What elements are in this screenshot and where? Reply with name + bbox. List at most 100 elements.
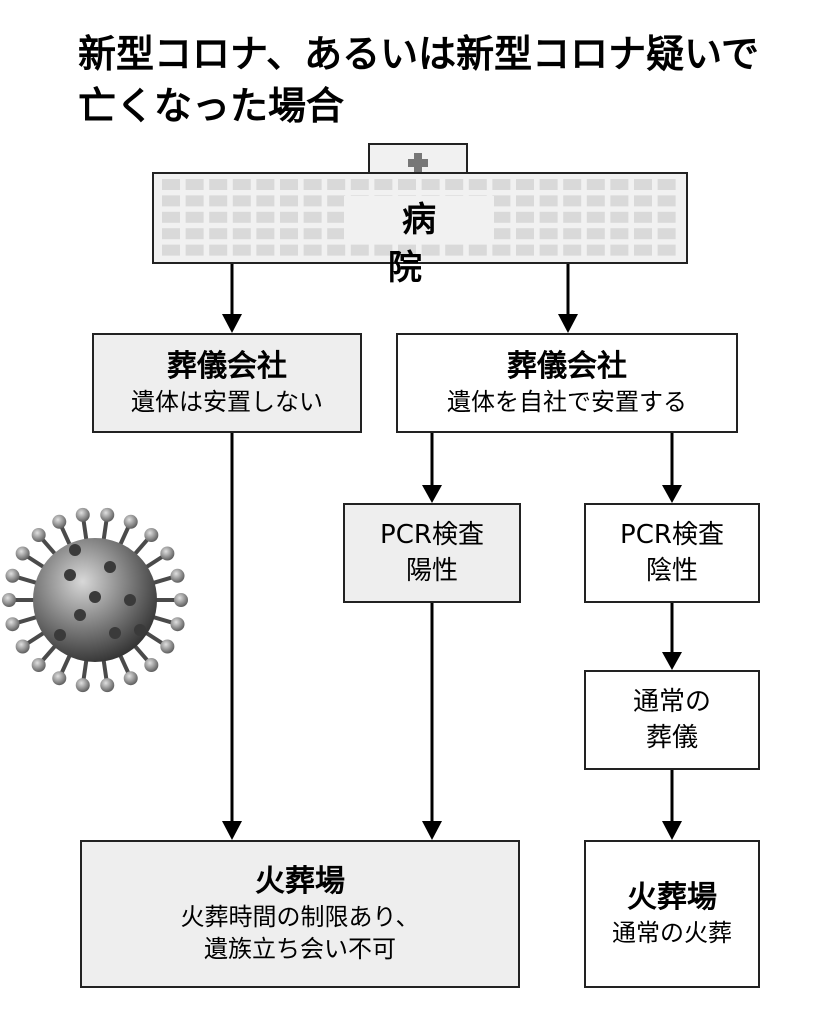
window-pane [657, 179, 676, 190]
window-pane [586, 244, 605, 256]
window-pane [209, 195, 228, 207]
window-pane [232, 228, 251, 240]
virus-spike-tip [170, 617, 185, 632]
window-pane [303, 211, 322, 223]
funeral-left-sub: 遺体は安置しない [131, 388, 323, 416]
window-pane [516, 195, 534, 207]
crematorium-left-sub2: 遺族立ち会い不可 [204, 935, 396, 963]
virus-surface-spot [124, 594, 136, 606]
crematorium-left-sub1: 火葬時間の制限あり、 [180, 903, 420, 931]
window-pane [303, 179, 322, 190]
virus-surface-spot [104, 561, 116, 573]
virus-surface-spot [54, 629, 66, 641]
window-pane [398, 244, 416, 256]
window-pane [185, 179, 204, 190]
window-pane [162, 179, 180, 190]
pcr-negative-box: PCR検査 陰性 [584, 503, 760, 603]
window-pane [185, 244, 204, 256]
window-pane [421, 179, 440, 190]
window-pane [232, 244, 251, 256]
window-pane [162, 244, 180, 256]
crematorium-right: 火葬場 通常の火葬 [584, 840, 760, 988]
window-pane [374, 179, 393, 190]
virus-spike-tip [52, 671, 67, 686]
window-pane [634, 228, 652, 240]
virus-spike-tip [170, 568, 185, 583]
window-pane [162, 211, 180, 223]
window-pane [634, 179, 652, 190]
pcr-positive-line1: PCR検査 [380, 520, 484, 550]
virus-spike-tip [31, 528, 46, 543]
window-pane [209, 179, 228, 190]
funeral-company-right: 葬儀会社 遺体を自社で安置する [396, 333, 738, 433]
window-pane [303, 228, 322, 240]
window-pane [563, 228, 582, 240]
crematorium-right-head: 火葬場 [627, 880, 717, 915]
arrowhead [222, 821, 242, 840]
virus-spike-tip [2, 593, 16, 607]
window-pane [303, 244, 322, 256]
virus-spike-tip [144, 657, 159, 672]
window-pane [539, 228, 558, 240]
virus-surface-spot [69, 544, 81, 556]
virus-spike-tip [100, 507, 115, 522]
window-pane [539, 211, 558, 223]
window-pane [539, 195, 558, 207]
virus-spike-tip [5, 568, 20, 583]
window-pane [657, 244, 676, 256]
window-pane [657, 228, 676, 240]
pcr-positive-box: PCR検査 陽性 [343, 503, 521, 603]
window-pane [492, 195, 511, 207]
window-pane [327, 228, 346, 240]
virus-surface-spot [109, 627, 121, 639]
normal-funeral-line1: 通常の [632, 687, 711, 717]
virus-spike-tip [123, 671, 138, 686]
window-pane [657, 195, 676, 207]
hospital-label: 病院 [344, 196, 494, 288]
pcr-negative-line1: PCR検査 [620, 520, 724, 550]
arrowhead [422, 821, 442, 840]
window-pane [492, 228, 511, 240]
window-pane [516, 244, 534, 256]
window-pane [209, 228, 228, 240]
window-pane [586, 179, 605, 190]
window-pane [634, 195, 652, 207]
arrowhead [662, 821, 682, 840]
window-pane [232, 179, 251, 190]
window-pane [280, 211, 298, 223]
normal-funeral-line2: 葬儀 [645, 723, 698, 753]
window-pane [256, 228, 275, 240]
window-pane [256, 244, 275, 256]
window-pane [610, 211, 629, 223]
window-pane [350, 179, 369, 190]
virus-spike-tip [52, 514, 67, 529]
arrowhead [662, 652, 682, 670]
window-pane [468, 179, 487, 190]
window-pane [327, 244, 346, 256]
window-pane [232, 211, 251, 223]
window-pane [327, 195, 346, 207]
virus-spike-tip [144, 528, 159, 543]
window-pane [303, 195, 322, 207]
window-pane [280, 195, 298, 207]
window-pane [634, 211, 652, 223]
window-pane [162, 195, 180, 207]
window-pane [539, 179, 558, 190]
virus-spike-tip [75, 678, 90, 693]
window-pane [280, 244, 298, 256]
window-pane [256, 211, 275, 223]
window-pane [445, 179, 464, 190]
window-pane [539, 244, 558, 256]
window-pane [610, 195, 629, 207]
window-pane [563, 195, 582, 207]
window-pane [468, 244, 487, 256]
virus-spike-tip [75, 507, 90, 522]
window-pane [610, 244, 629, 256]
crematorium-left-head: 火葬場 [255, 864, 345, 899]
virus-spike-tip [174, 593, 188, 607]
funeral-left-head: 葬儀会社 [167, 349, 287, 384]
window-pane [209, 244, 228, 256]
window-pane [586, 195, 605, 207]
virus-surface-spot [74, 609, 86, 621]
